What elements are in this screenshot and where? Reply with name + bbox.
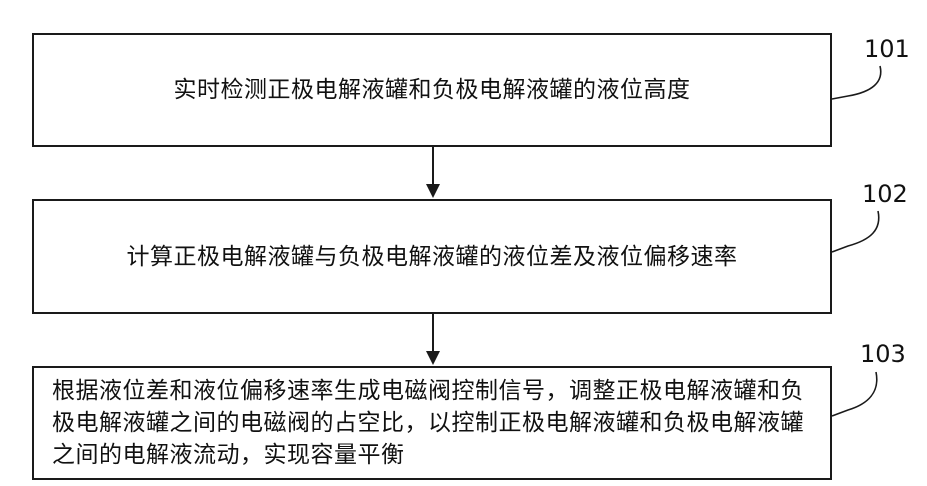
step-text-103: 根据液位差和液位偏移速率生成电磁阀控制信号，调整正极电解液罐和负极电解液罐之间的…: [52, 375, 812, 471]
arrow-101-to-102-head: [426, 184, 440, 198]
step-text-101: 实时检测正极电解液罐和负极电解液罐的液位高度: [174, 74, 691, 106]
reference-label-101: 101: [864, 35, 910, 63]
reference-label-103: 103: [860, 340, 906, 368]
step-box-101: 实时检测正极电解液罐和负极电解液罐的液位高度: [32, 33, 832, 147]
leader-line-103: [832, 372, 877, 416]
leader-line-102: [832, 211, 879, 252]
leader-line-101: [832, 66, 881, 99]
reference-label-102: 102: [862, 180, 908, 208]
arrow-102-to-103-head: [426, 351, 440, 365]
step-box-102: 计算正极电解液罐与负极电解液罐的液位差及液位偏移速率: [32, 199, 832, 314]
step-box-103: 根据液位差和液位偏移速率生成电磁阀控制信号，调整正极电解液罐和负极电解液罐之间的…: [32, 366, 832, 480]
step-text-102: 计算正极电解液罐与负极电解液罐的液位差及液位偏移速率: [127, 241, 738, 273]
